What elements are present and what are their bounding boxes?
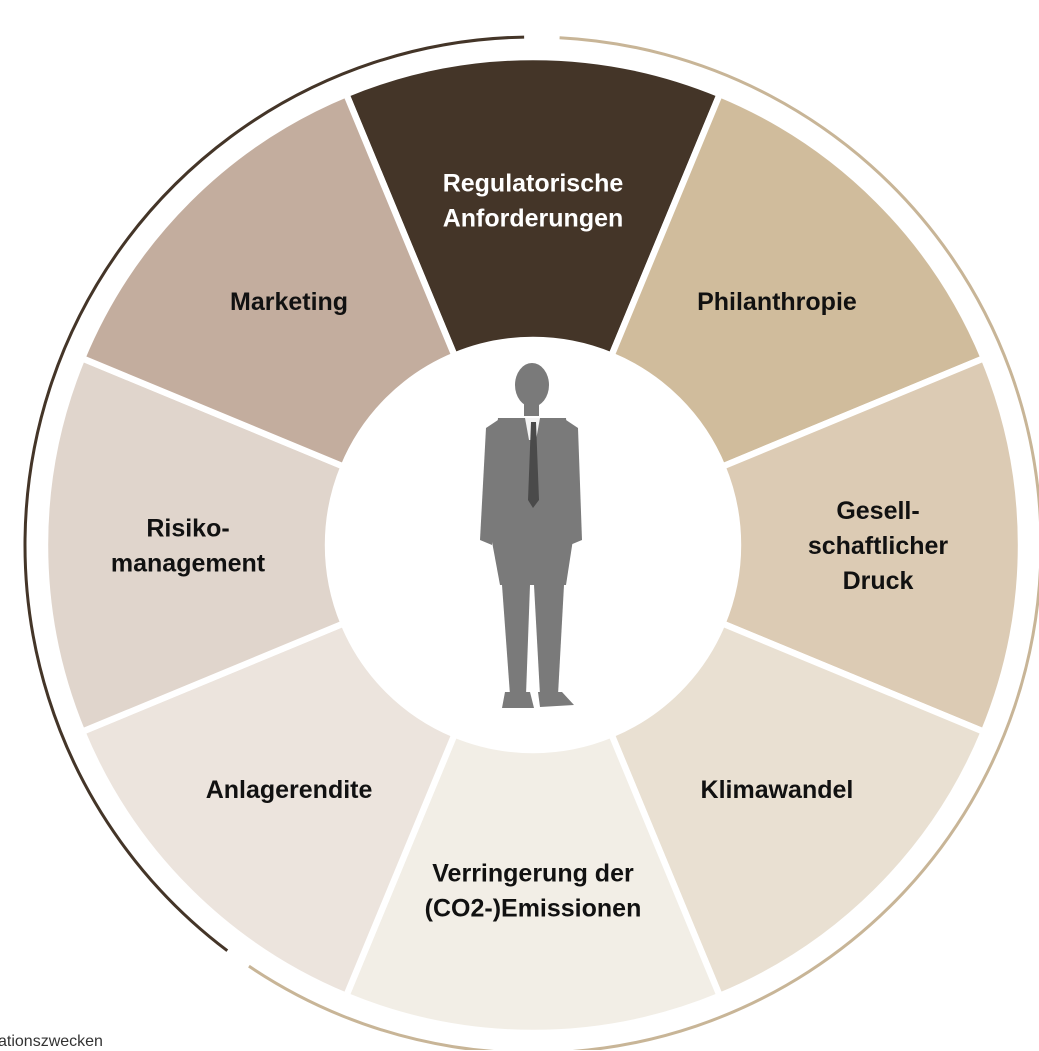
label-line: Anforderungen: [443, 205, 624, 233]
label-line: Klimawandel: [701, 776, 854, 804]
label-line: Risiko-: [146, 515, 229, 543]
label-line: Verringerung der: [432, 860, 634, 888]
label-line: Philanthropie: [697, 288, 857, 316]
outer-ring-light-arc: [248, 36, 1039, 1050]
footnote-text: ationszwecken: [0, 1033, 103, 1050]
label-line: management: [111, 550, 266, 578]
label-anlagerendite: Anlagerendite: [206, 776, 373, 804]
label-line: Marketing: [230, 288, 348, 316]
label-philanthropie: Philanthropie: [697, 288, 857, 316]
label-marketing: Marketing: [230, 288, 348, 316]
label-line: Anlagerendite: [206, 776, 373, 804]
label-risikomanagement: Risiko-management: [111, 515, 266, 578]
label-klimawandel: Klimawandel: [701, 776, 854, 804]
wheel-segments: [41, 53, 1025, 1037]
label-verringerung-emissionen: Verringerung der (CO2-)Emissionen: [425, 860, 642, 923]
shirt-detail: [525, 418, 540, 508]
label-line: Druck: [843, 567, 914, 595]
label-line: schaftlicher: [808, 532, 949, 560]
outer-ring-dark-arc: [23, 35, 525, 952]
label-line: Regulatorische: [443, 170, 624, 198]
label-line: (CO2-)Emissionen: [425, 895, 642, 923]
label-line: Gesell-: [836, 497, 919, 525]
